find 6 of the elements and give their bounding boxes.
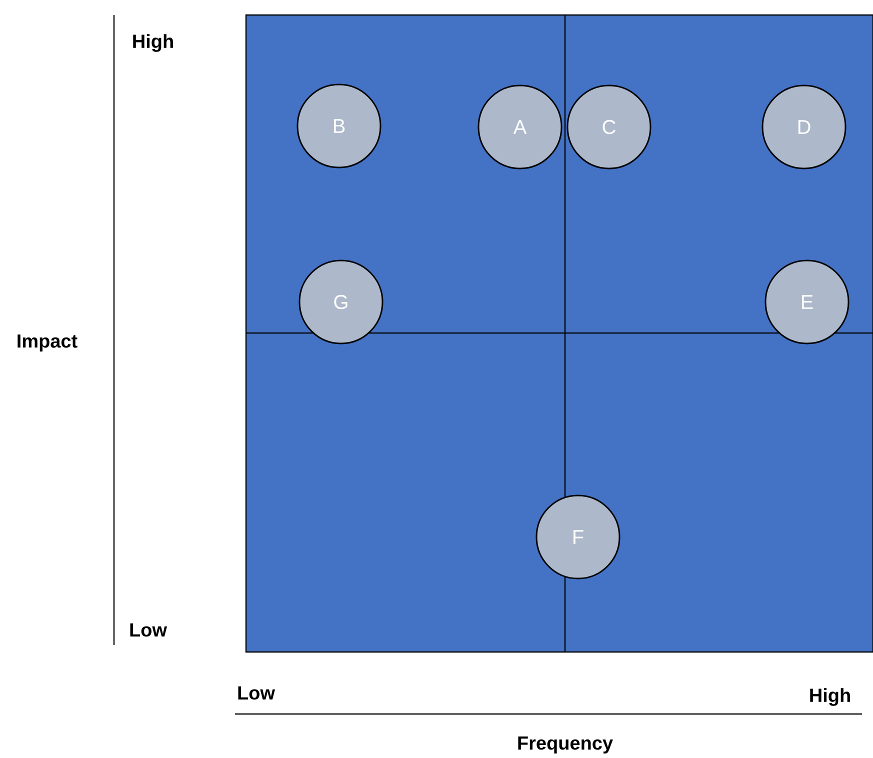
- axis-label: High: [133, 34, 173, 52]
- axis-label: High: [810, 688, 850, 706]
- axis-label: Frequency: [518, 736, 613, 754]
- axis-label: Low: [238, 686, 276, 700]
- axis-label: Impact: [18, 334, 78, 352]
- axis-label: Low: [130, 623, 168, 637]
